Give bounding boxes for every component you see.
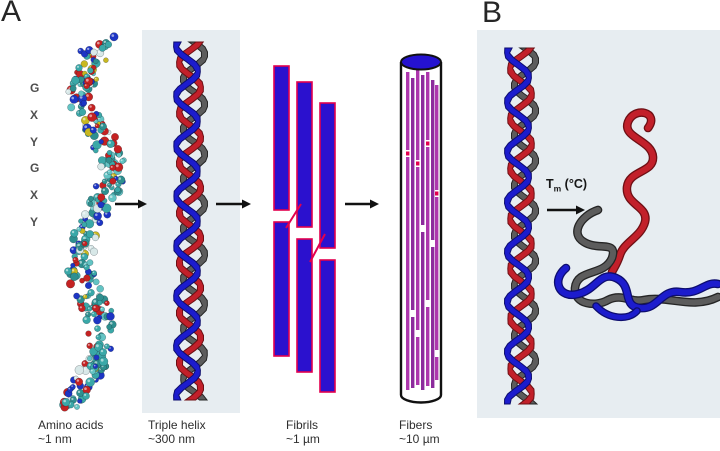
sequence-letter-g1: G [30, 81, 40, 95]
sequence-letter-x2: X [30, 188, 39, 202]
stage-scale: ~10 µm [399, 431, 440, 446]
stage-name: Amino acids [38, 418, 104, 432]
stage-name: Triple helix [148, 418, 206, 432]
melting-temperature-label: Tm (°C) [546, 177, 587, 194]
fibrils [273, 65, 336, 393]
tm-base: T [546, 177, 554, 191]
stage-name: Fibrils [286, 418, 318, 432]
stage-scale: ~1 µm [286, 431, 320, 446]
fiber-cylinder [399, 53, 443, 404]
arrow-icon-fibrils-to-fibers [345, 199, 379, 209]
stage-label-fibrils: Fibrils ~1 µm [286, 418, 320, 446]
sequence-letter-g2: G [30, 161, 40, 175]
stage-label-amino-acids: Amino acids ~1 nm [38, 418, 104, 446]
stage-label-fibers: Fibers ~10 µm [399, 418, 440, 446]
panel-b-background [477, 30, 720, 418]
sequence-letter-y1: Y [30, 135, 39, 149]
panel-a-label: A [1, 0, 22, 28]
sequence-letter-x1: X [30, 108, 39, 122]
tm-subscript: m [553, 183, 562, 194]
panel-b-label: B [482, 0, 503, 29]
stage-scale: ~300 nm [148, 431, 196, 446]
stage-label-triple-helix: Triple helix ~300 nm [148, 418, 206, 446]
panel-a-helix-background [142, 30, 240, 413]
amino-acid-molecule [59, 32, 127, 412]
stage-scale: ~1 nm [38, 431, 72, 446]
tm-units: (°C) [561, 177, 588, 191]
stage-name: Fibers [399, 418, 433, 432]
sequence-letter-y2: Y [30, 215, 39, 229]
